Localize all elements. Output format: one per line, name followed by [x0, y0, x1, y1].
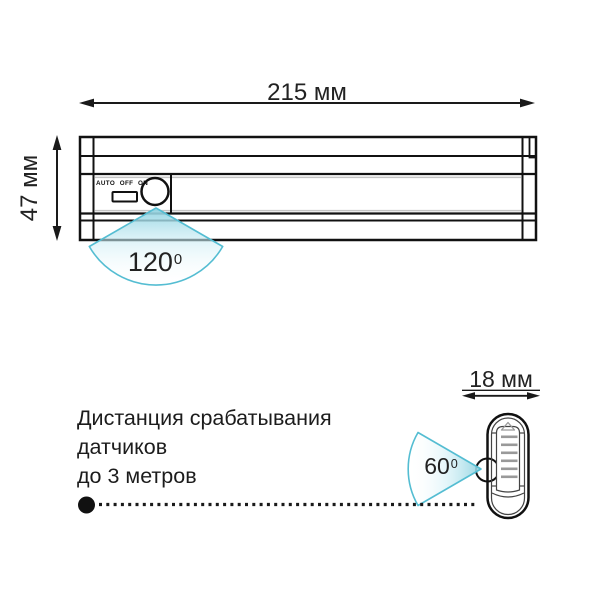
distance-note: Дистанция срабатывания датчиков до 3 мет… [77, 404, 332, 491]
depth-dimension-arrow [462, 389, 540, 400]
fixture-side-view [475, 412, 530, 520]
distance-marker-dot [78, 496, 95, 514]
vent-bars [501, 435, 518, 479]
depth-dimension-label: 18 мм [469, 366, 533, 392]
mode-switch-label: AUTO OFF ON [96, 180, 149, 187]
detection-cone-side [407, 431, 482, 507]
angle-front-superscript: 0 [173, 251, 183, 268]
angle-label-side: 600 [391, 453, 491, 480]
height-dimension-arrow [52, 135, 62, 241]
angle-side-value: 60 [424, 453, 450, 479]
width-dimension-label: 215 мм [267, 79, 347, 106]
angle-label-front: 1200 [105, 247, 205, 278]
height-dimension-label: 47 мм [16, 154, 43, 222]
width-dimension-arrow [79, 98, 535, 108]
distance-note-line3: до 3 метров [77, 464, 197, 488]
angle-side-superscript: 0 [450, 456, 458, 471]
angle-front-value: 120 [127, 247, 173, 277]
distance-note-line1: Дистанция срабатывания [77, 406, 332, 430]
bottom-cap-arc [491, 492, 525, 498]
distance-note-line2: датчиков [77, 435, 168, 459]
end-cap-tab [528, 138, 536, 159]
up-arrow-icon [500, 421, 516, 431]
mode-switch [111, 191, 138, 203]
sensor-circle [140, 176, 170, 207]
detection-cone-front [88, 207, 224, 286]
